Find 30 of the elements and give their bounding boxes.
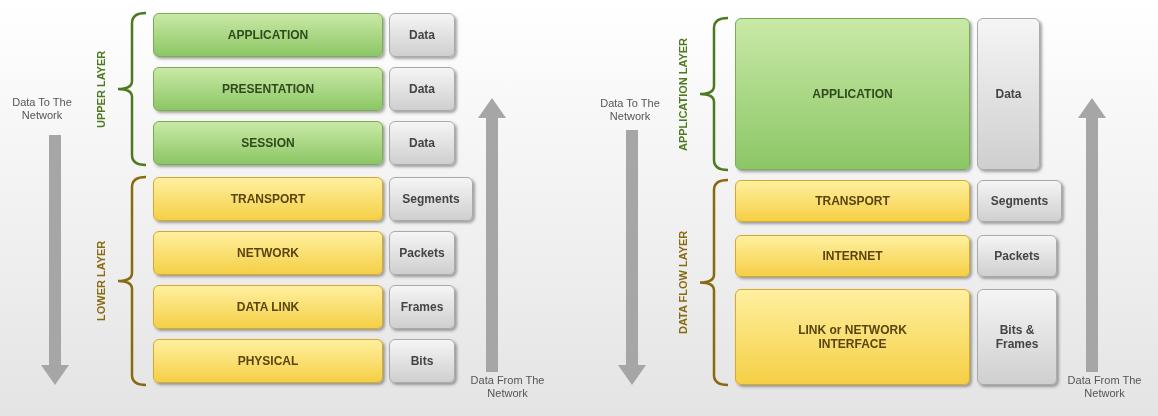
layer-box: APPLICATION [735,18,970,170]
layer-box: PRESENTATION [153,67,383,111]
data-unit-box: Bits & Frames [977,289,1057,385]
data-unit-box: Data [389,13,455,57]
data-unit-box: Frames [389,285,455,329]
data-unit-box: Packets [389,231,455,275]
layer-box: TRANSPORT [153,177,383,221]
layer-box: DATA LINK [153,285,383,329]
bracket-label: APPLICATION LAYER [675,36,690,153]
data-unit-box: Data [389,121,455,165]
layer-box: APPLICATION [153,13,383,57]
layer-box: TRANSPORT [735,180,970,222]
bracket-label: LOWER LAYER [93,239,108,324]
bracket-label: UPPER LAYER [93,49,108,130]
data-unit-box: Data [977,18,1040,170]
data-unit-box: Data [389,67,455,111]
layer-box: NETWORK [153,231,383,275]
data-unit-box: Bits [389,339,455,383]
data-unit-box: Segments [389,177,473,221]
bracket-label: DATA FLOW LAYER [675,229,690,337]
data-unit-box: Packets [977,235,1057,277]
caption-text: Data From The Network [1066,374,1143,401]
caption-text: Data To The Network [599,97,661,124]
layer-box: SESSION [153,121,383,165]
layer-box: PHYSICAL [153,339,383,383]
layer-box: LINK or NETWORK INTERFACE [735,289,970,385]
data-unit-box: Segments [977,180,1062,222]
caption-text: Data To The Network [11,96,73,123]
caption-text: Data From The Network [469,374,546,401]
layer-box: INTERNET [735,235,970,277]
